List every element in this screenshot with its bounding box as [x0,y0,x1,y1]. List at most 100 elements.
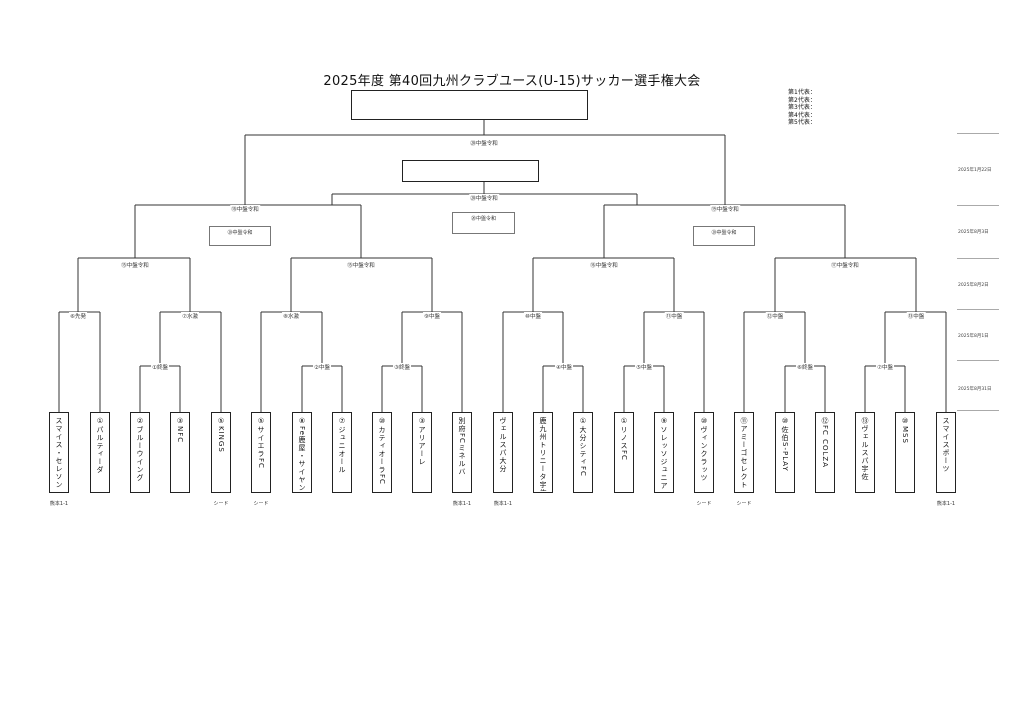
team-name: スマイス・セレソン [55,417,63,489]
team-name: ⑩佐伯S-PLAY [781,417,789,472]
team-box: ⑤サイエラFC [251,412,271,493]
team-box: ⑬ヴェルスパ宇佐 [855,412,875,493]
r1-3-label: ③終盤 [393,363,411,371]
qf-3-label: ⑯中盤令和 [589,261,619,269]
date-rule-3 [957,258,999,259]
team-box: ⑫FC COLZA [815,412,835,493]
team-name: ⑧Fe鹿屋・サイヤンヴ [298,417,306,491]
note-team-11: 熊本1-1 [452,501,472,507]
r2-1-label: ⑥先発 [69,312,87,320]
team-name: ⑦ジュニオール [338,417,346,474]
team-name: ⑤KINGS [217,417,225,453]
team-box: ヴェルスパ大分 [493,412,513,493]
r1-2-label: ②中盤 [313,363,331,371]
sf-left-label: ⑱中盤令和 [230,205,260,213]
date-rule-6 [957,410,999,411]
note-team-12: 熊本1-1 [493,501,513,507]
team-box: ①リノスFC [614,412,634,493]
team-box: スマイス・セレソン [49,412,69,493]
r1-7-label: ⑦中盤 [876,363,894,371]
team-name: ①リノスFC [620,417,628,461]
r1-4-label: ④中盤 [555,363,573,371]
sf-right-sub-label: ⑳中盤令和 [711,230,737,236]
note-seed-2: シード [253,501,269,507]
sf-right-sub-box: ⑳中盤令和 [693,226,755,246]
third-place-label: ⑳中盤令和 [470,216,496,222]
team-box: ⑦ジュニオール [332,412,352,493]
team-name: ③アリアーレ [418,417,426,466]
r2-7-label: ⑫中盤 [765,312,785,320]
team-box: ②ブルーウイング [130,412,150,493]
team-name: ①パルティーダ [96,417,104,474]
team-name: ①大分シティFC [579,417,587,477]
r1-1-label: ①終盤 [151,363,169,371]
r2-6-label: ⑪中盤 [664,312,684,320]
r2-2-label: ⑦水激 [181,312,199,320]
team-name: ⑬ヴェルスパ宇佐 [861,417,869,481]
sf-left-sub-box: ⑳中盤令和 [209,226,271,246]
team-box: スマイスポーツ [936,412,956,493]
team-box: ⑩佐伯S-PLAY [775,412,795,493]
team-box: ③アリアーレ [412,412,432,493]
team-box: ⑧Fe鹿屋・サイヤンヴ [292,412,312,493]
team-name: ⑩カティオーラFC [378,417,386,485]
team-box: ①パルティーダ [90,412,110,493]
team-name: ヴェルスパ大分 [499,417,507,473]
sf-left-sub-label: ⑳中盤令和 [227,230,253,236]
final-result-box [402,160,539,182]
team-box: ⑪アミーゴセレクト [734,412,754,493]
semifinal-match-label: ⑳中盤令和 [469,194,499,202]
team-box: 鹿九州トリニータ宇佐 [533,412,553,493]
team-box: 別府FCミネルバ [452,412,472,493]
representative-2: 第2代表： [788,96,816,104]
r1-5-label: ⑤中盤 [635,363,653,371]
r2-4-label: ⑨中盤 [423,312,441,320]
team-name: スマイスポーツ [942,417,950,473]
note-seed-4: シード [736,501,752,507]
team-name: ③NFC [176,417,184,444]
team-box: ⑩MSS [895,412,915,493]
r2-8-label: ⑬中盤 [906,312,926,320]
team-box: ⑩カティオーラFC [372,412,392,493]
page-title: 2025年度 第40回九州クラブユース(U-15)サッカー選手権大会 [323,74,701,89]
team-name: 別府FCミネルバ [458,417,466,476]
date-rule-2 [957,205,999,206]
team-box: ⑤KINGS [211,412,231,493]
team-name: ⑨ソレッソジュニアユース [660,417,668,491]
team-name: ②ブルーウイング [136,417,144,482]
r2-3-label: ⑧水激 [282,312,300,320]
representative-4: 第4代表： [788,111,816,119]
date-3: 2025年8月2日 [958,283,989,288]
qf-1-label: ⑮中盤令和 [120,261,150,269]
date-rule-4 [957,309,999,310]
team-name: ⑫FC COLZA [821,417,829,469]
note-seed-1: シード [213,501,229,507]
team-name: ⑩MSS [901,417,909,444]
date-2: 2025年8月3日 [958,230,989,235]
date-5: 2025年8月31日 [958,387,992,392]
team-name: ⑪アミーゴセレクト [740,417,748,489]
third-place-box: ⑳中盤令和 [452,212,515,234]
note-seed-3: シード [696,501,712,507]
date-4: 2025年8月1日 [958,334,989,339]
date-rule-5 [957,360,999,361]
r2-5-label: ⑩中盤 [524,312,542,320]
representative-3: 第3代表： [788,104,816,111]
note-team-1: 熊本1-1 [49,501,69,507]
representative-1: 第1代表： [788,89,816,96]
representatives-list: 第1代表： 第2代表： 第3代表： 第4代表： 第5代表： [788,89,816,127]
qf-2-label: ⑮中盤令和 [346,261,376,269]
team-name: ⑩ヴィンクラッツ [700,417,708,482]
final-match-label: ⑳中盤令和 [469,139,499,147]
representative-5: 第5代表： [788,119,816,126]
sf-right-label: ⑲中盤令和 [710,205,740,213]
date-rule-1 [957,133,999,134]
team-box: ⑨ソレッソジュニアユース [654,412,674,493]
date-1: 2025年1月22日 [958,168,992,173]
r1-6-label: ⑥終盤 [796,363,814,371]
team-name: 鹿九州トリニータ宇佐 [539,417,547,491]
note-team-23: 熊本1-1 [936,501,956,507]
team-name: ⑤サイエラFC [257,417,265,469]
